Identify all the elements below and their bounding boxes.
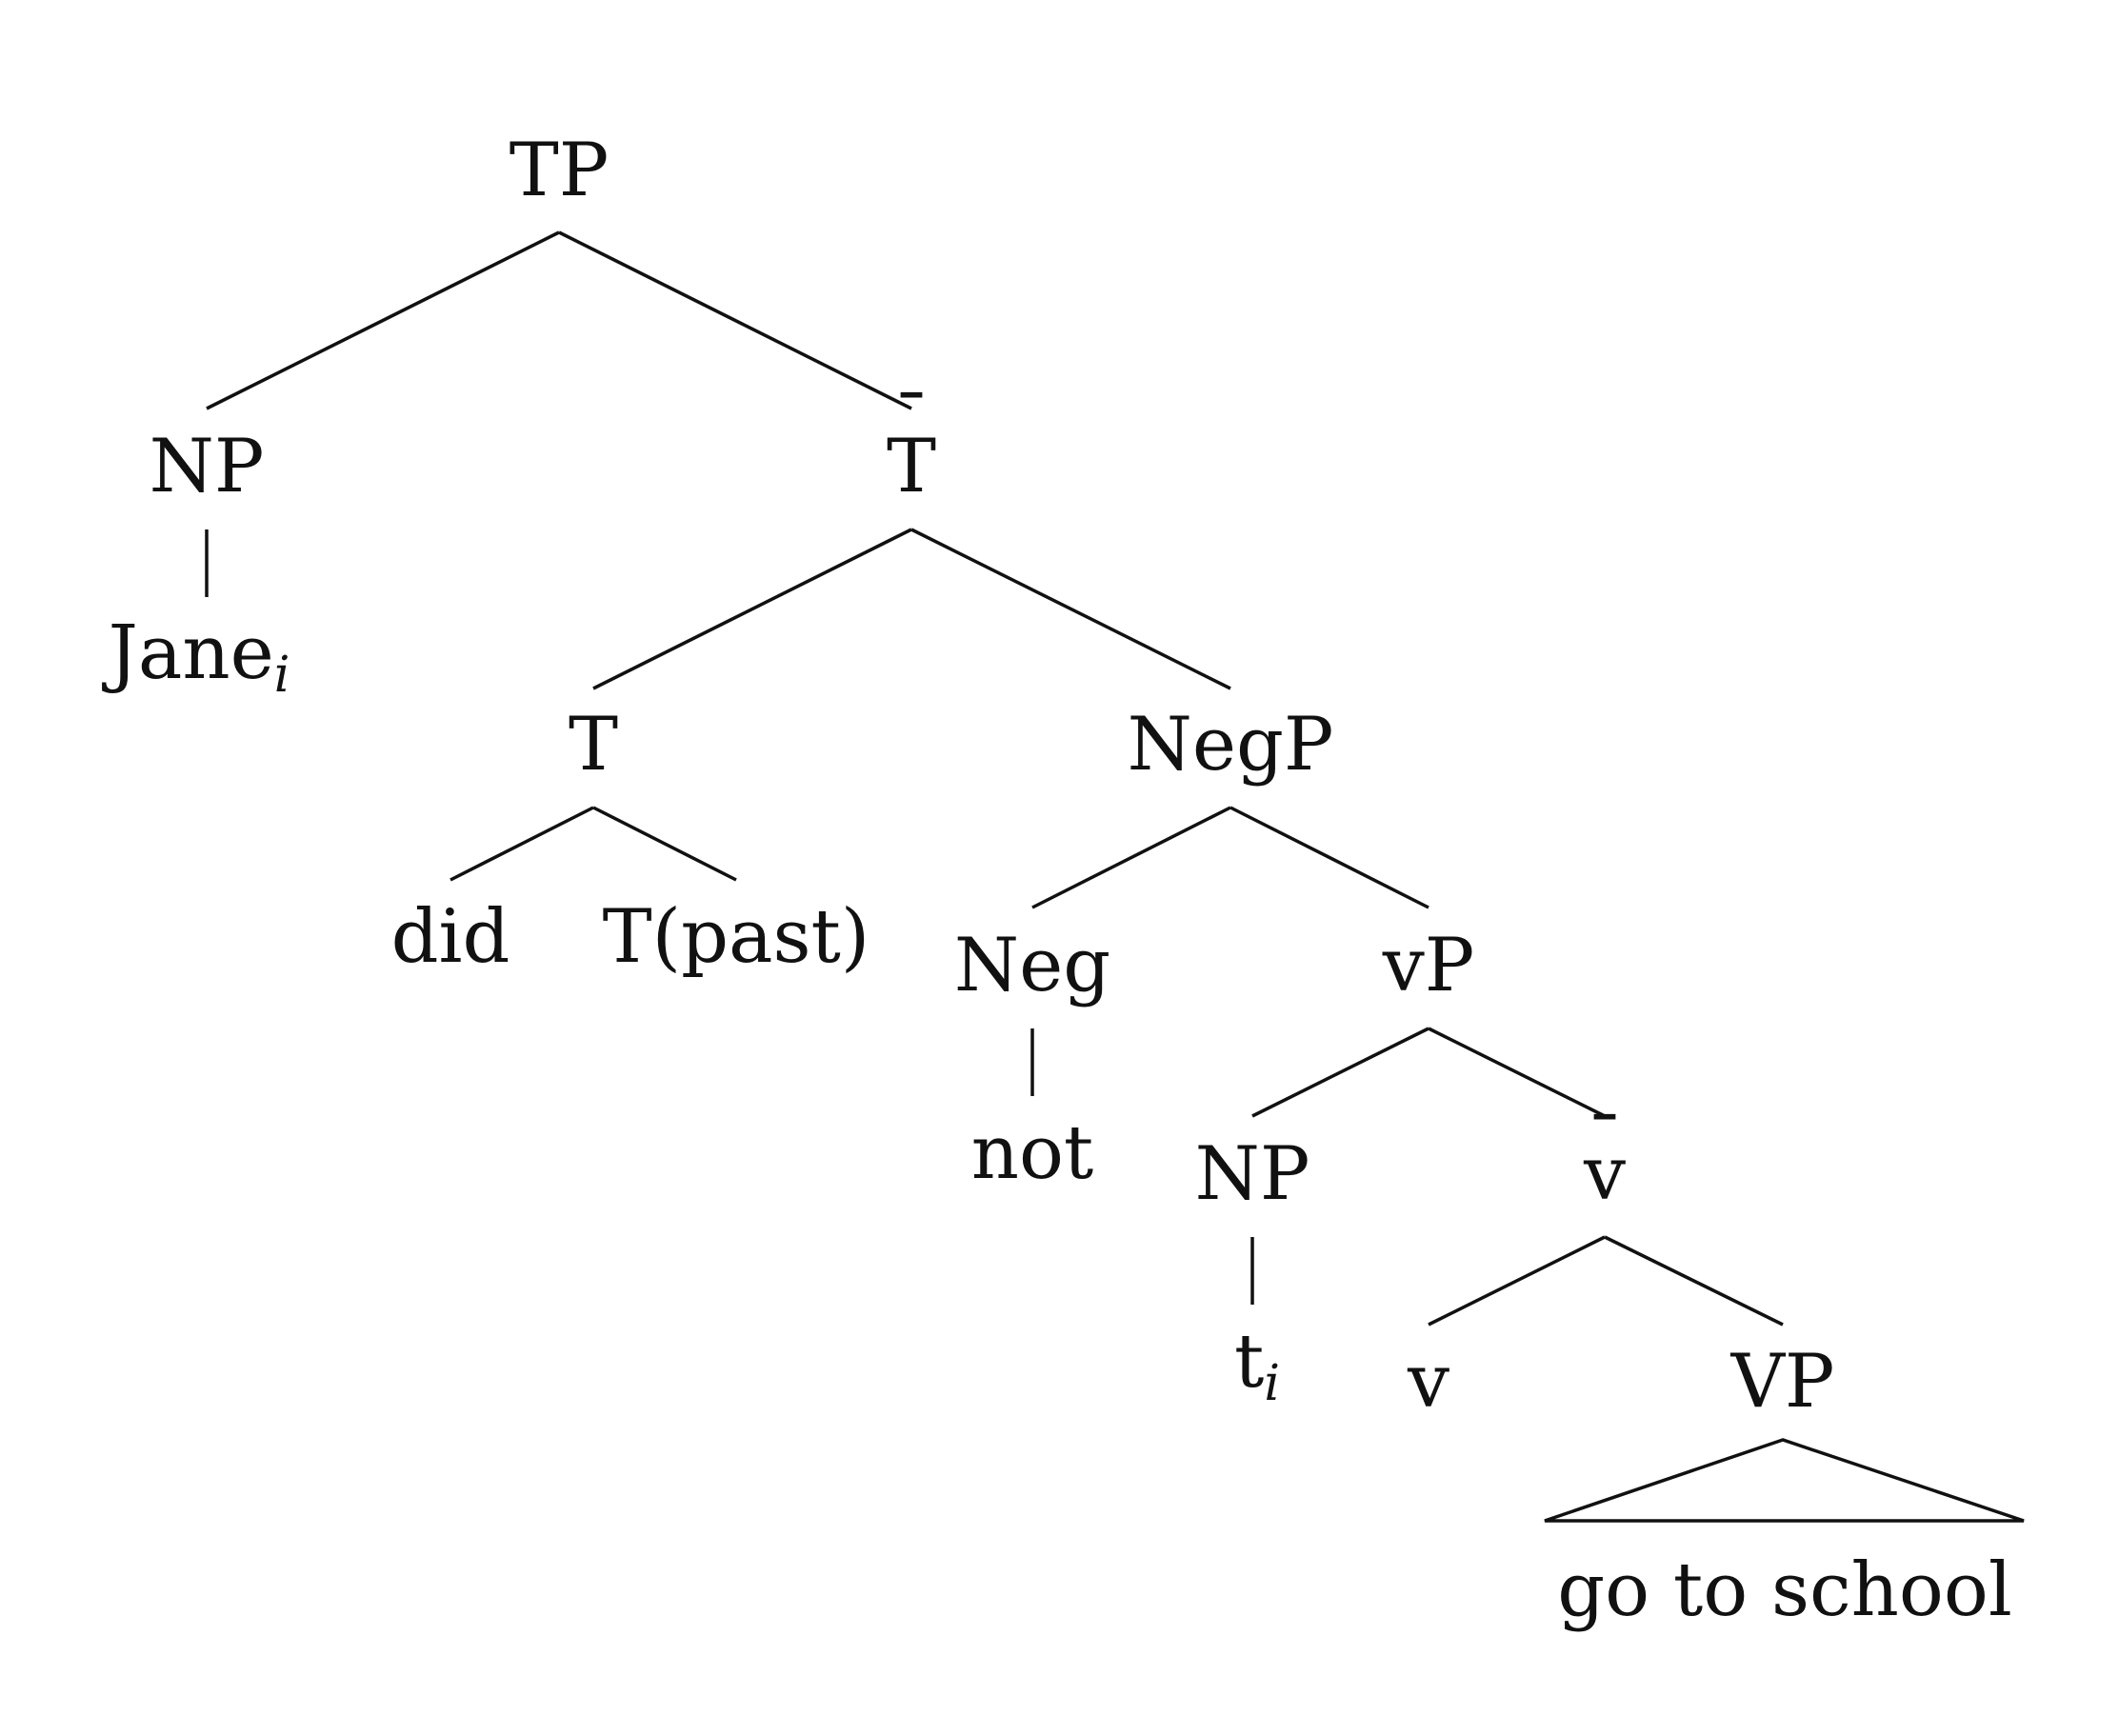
node-np-subject: NP [150,424,265,509]
node-vp: VP [1730,1339,1835,1425]
leaf-trace-text: t [1234,1319,1264,1405]
tree-edges [205,230,2025,1523]
node-negp: NegP [1128,702,1334,788]
leaf-trace-index: i [1264,1355,1280,1412]
leaf-jane: Janei [102,610,290,704]
node-v-bar-label: v [1583,1131,1626,1217]
node-t: T [569,702,618,788]
leaf-jane-index: i [274,647,290,704]
node-neg: Neg [954,923,1110,1008]
edge-tp-tbar [558,230,912,410]
edge-vp-vbar [1428,1027,1606,1118]
edge-tbar-negp [910,528,1231,690]
edge-negp-vp [1229,806,1429,909]
node-v-bar: v ¯ [1583,1102,1626,1217]
edge-vbar-vp [1604,1235,1784,1327]
edge-tp-np [206,230,560,410]
edge-tbar-t [592,528,912,690]
node-vp-little: vP [1382,923,1475,1008]
node-t-bar-label: T [887,424,936,509]
node-np-trace: NP [1195,1131,1310,1217]
tree-nodes: TP NP Janei T ¯ T NegP did T(past) Neg v… [102,128,2012,1633]
edge-negp-neg [1031,806,1231,909]
leaf-t-past: T(past) [603,894,870,980]
leaf-not: not [971,1110,1094,1196]
node-t-bar-mark: ¯ [893,380,930,466]
leaf-jane-text: Jane [102,610,274,696]
edge-t-did [450,806,594,882]
node-t-bar: T ¯ [887,380,936,509]
node-v: v [1407,1339,1449,1425]
node-tp: TP [510,128,610,213]
leaf-trace: ti [1234,1319,1280,1412]
leaf-did: did [391,894,510,980]
edge-t-tpast [592,806,737,882]
edge-vbar-v [1428,1235,1606,1327]
edge-vp-np [1251,1027,1429,1118]
vp-triangle [1544,1438,2025,1523]
leaf-go-to-school: go to school [1557,1547,2012,1633]
node-v-bar-mark: ¯ [1587,1102,1624,1187]
